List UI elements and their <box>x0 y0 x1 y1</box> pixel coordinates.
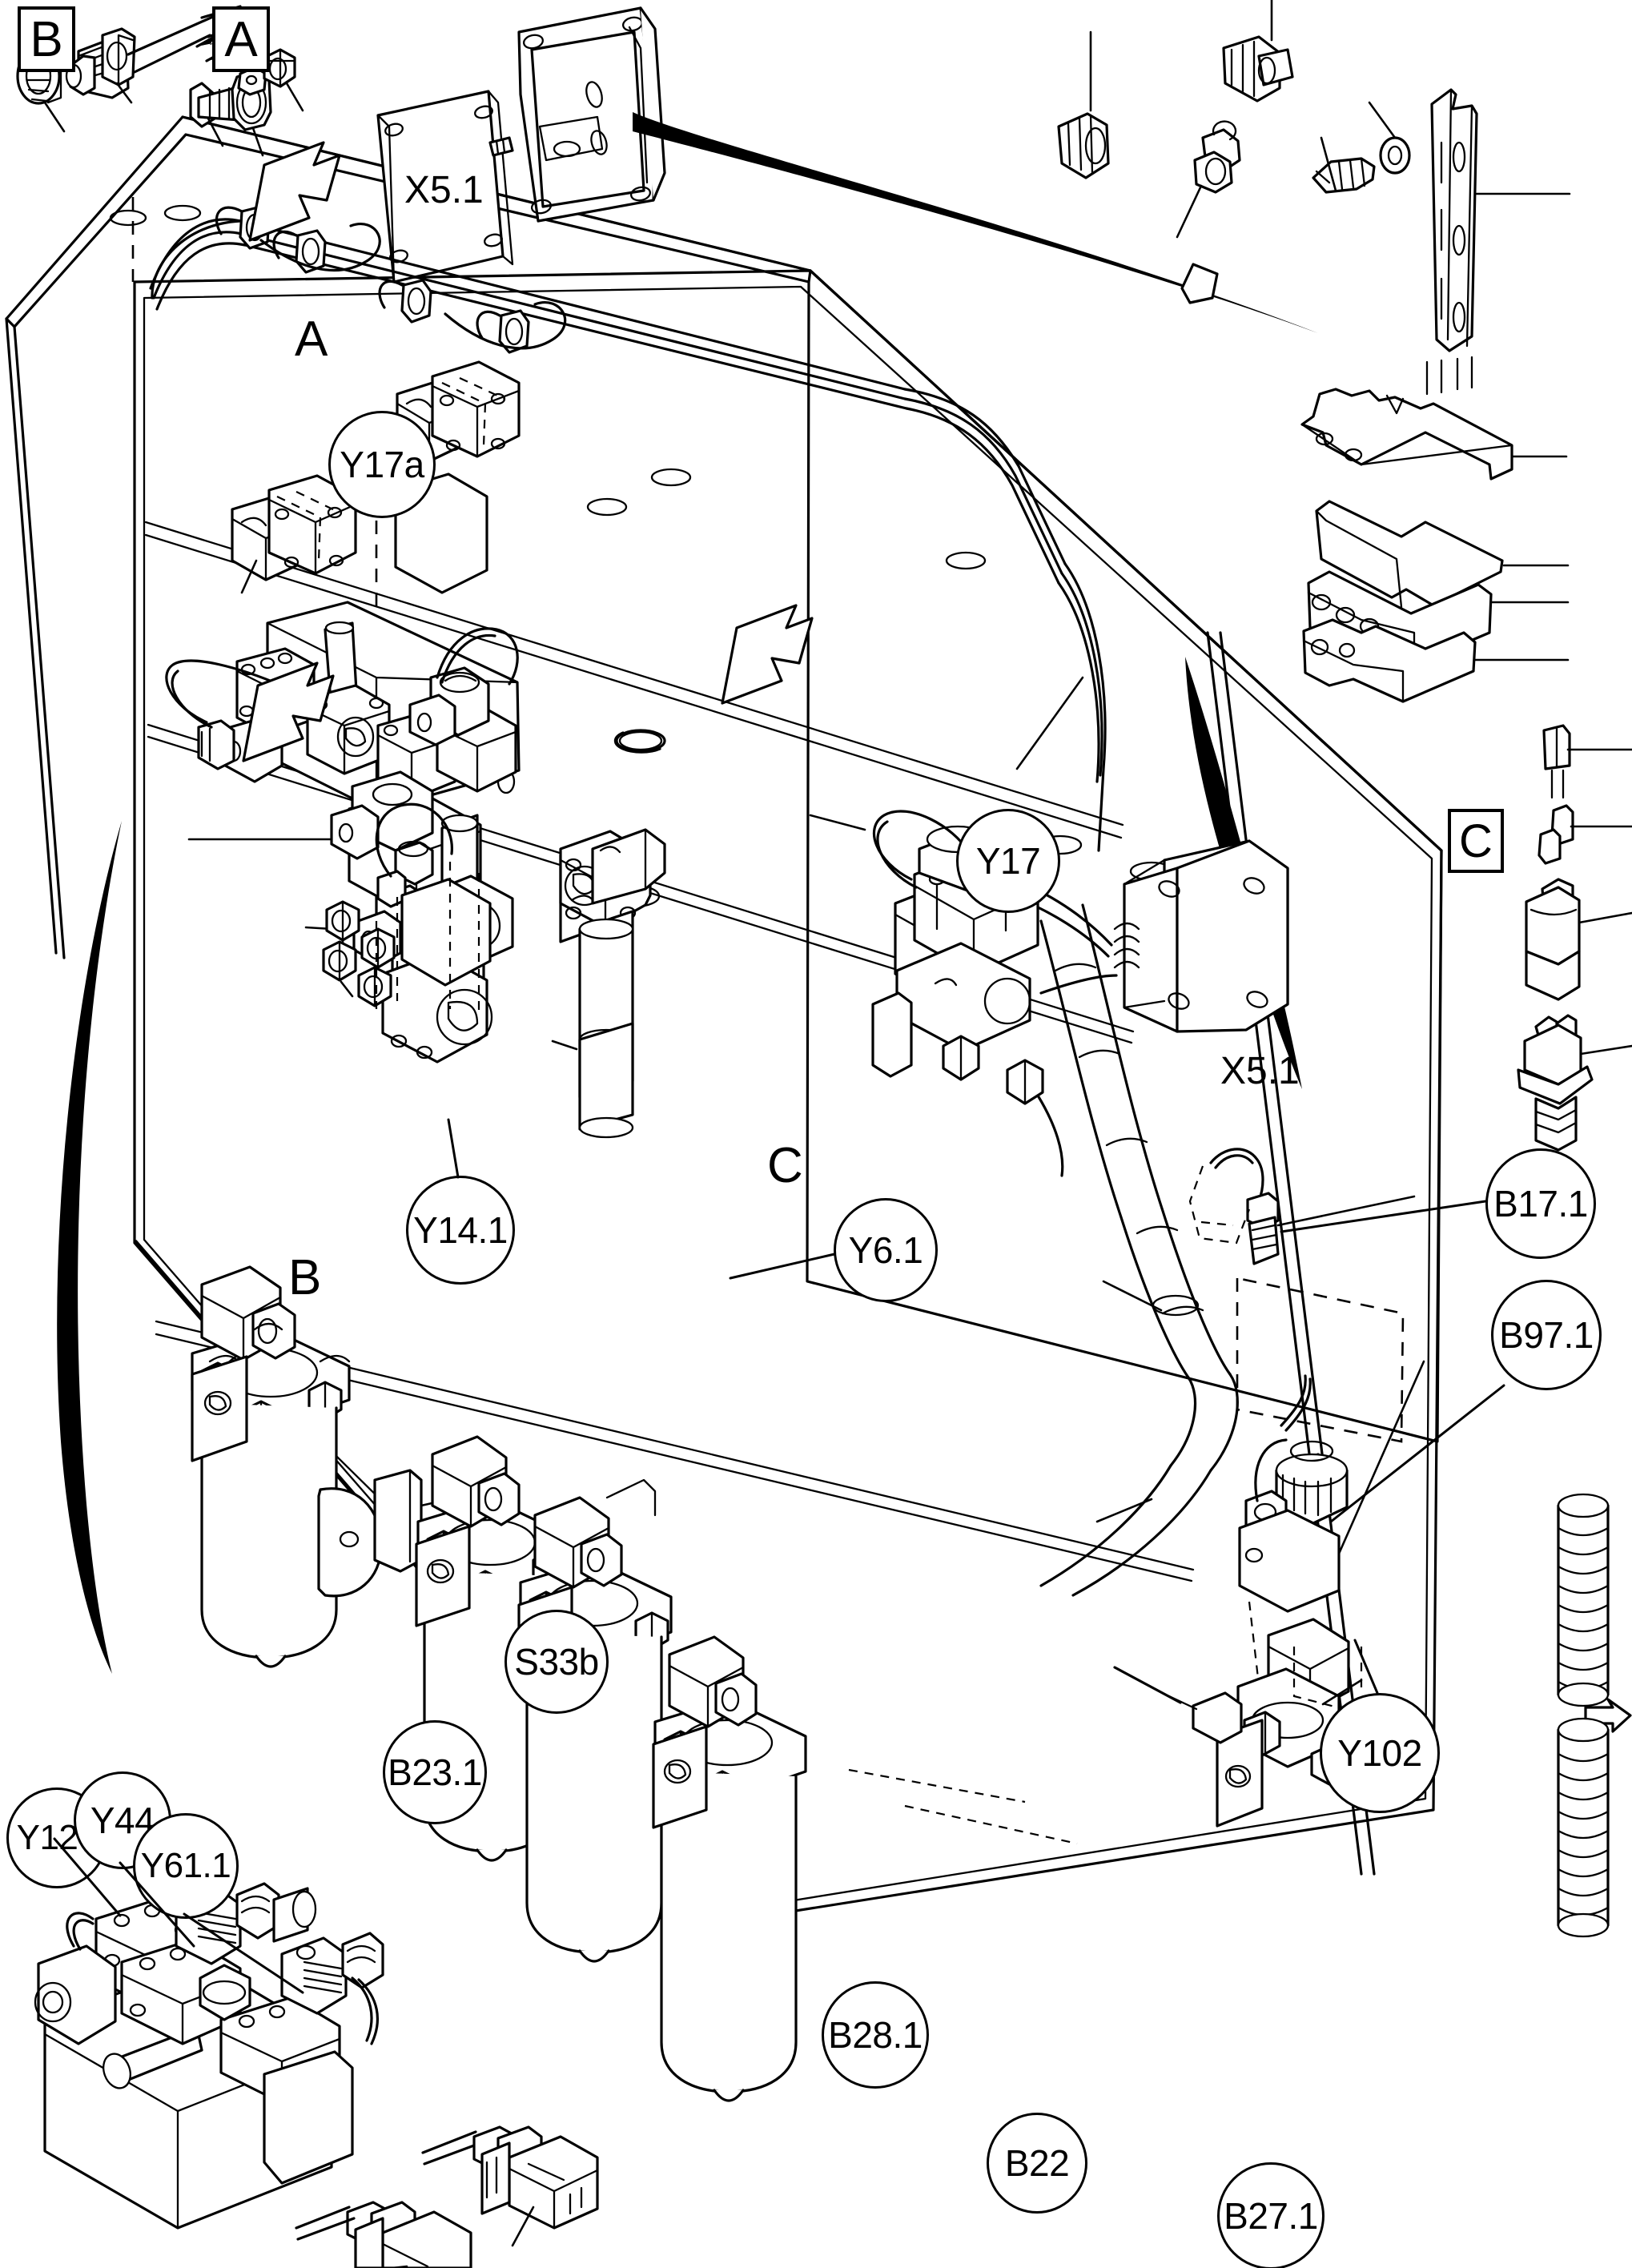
callout-b27-1-label: B27.1 <box>1224 2195 1318 2237</box>
detail-tag-a-label: A <box>224 11 258 67</box>
right-side-sensors <box>1113 1148 1425 1828</box>
callout-b27-1[interactable]: B27.1 <box>1217 2162 1324 2268</box>
callout-y17a-label: Y17a <box>340 444 424 485</box>
section-arrow-b <box>242 662 335 762</box>
callout-b28-1-label: B28.1 <box>828 2014 923 2056</box>
callout-y14-1[interactable]: Y14.1 <box>406 1176 515 1285</box>
filter-b27-1 <box>652 1635 807 2102</box>
callout-b28-1[interactable]: B28.1 <box>822 1981 929 2089</box>
callout-y102-label: Y102 <box>1337 1732 1422 1774</box>
x5-1-panel-box <box>1009 782 1289 1033</box>
detail-a-clamp <box>189 48 304 157</box>
valve-y17a <box>231 474 357 594</box>
callout-s33b-label: S33b <box>514 1641 599 1683</box>
callout-y61-1[interactable]: Y61.1 <box>133 1813 239 1919</box>
section-arrow-a <box>248 141 341 242</box>
vertical-tube-valve <box>448 828 666 1139</box>
misc-leaders <box>551 676 1163 1523</box>
filter-b23-1 <box>191 1265 472 1668</box>
callout-y6-1[interactable]: Y6.1 <box>834 1198 938 1302</box>
fastener-nuts-cluster <box>322 897 399 1009</box>
rail-and-hardware <box>1057 30 1571 352</box>
callout-y14-1-label: Y14.1 <box>413 1209 508 1251</box>
part-label-x5-1-cover: X5.1 <box>404 169 484 211</box>
section-arrow-c-label: C <box>767 1138 803 1193</box>
filter-b22 <box>517 1478 673 1963</box>
callout-b97-1[interactable]: B97.1 <box>1491 1280 1602 1390</box>
callout-b23-1[interactable]: B23.1 <box>383 1720 487 1824</box>
callout-y17a[interactable]: Y17a <box>328 411 436 518</box>
corrugated-hose <box>1557 1493 1632 1938</box>
callout-b97-1-label: B97.1 <box>1499 1314 1594 1356</box>
callout-b17-1-label: B17.1 <box>1493 1183 1588 1224</box>
section-arrow-a-label: A <box>295 312 328 367</box>
hydraulic-hose-runs <box>149 205 1239 1597</box>
detail-tag-a: A <box>212 6 270 72</box>
exploded-valve-block-stack <box>1300 356 1570 703</box>
callout-b23-1-label: B23.1 <box>388 1751 482 1793</box>
detail-tag-b-label: B <box>30 11 63 67</box>
section-arrow-c <box>721 604 814 705</box>
detail-tag-b: B <box>18 6 75 72</box>
callout-y17[interactable]: Y17 <box>956 809 1060 913</box>
callout-y61-1-label: Y61.1 <box>140 1846 231 1885</box>
callout-y6-1-label: Y6.1 <box>848 1229 923 1271</box>
part-label-x5-1-panel: X5.1 <box>1220 1050 1300 1092</box>
junction-box <box>517 0 1318 333</box>
detail-tag-c-label: C <box>1459 814 1493 867</box>
bottom-left-manifold <box>34 1882 384 2230</box>
section-arrow-b-label: B <box>288 1250 322 1305</box>
bottom-electrical-connectors <box>295 2125 599 2268</box>
callout-b22[interactable]: B22 <box>987 2113 1087 2214</box>
callout-b17-1[interactable]: B17.1 <box>1485 1148 1596 1259</box>
detail-c-sensor <box>1517 724 1632 1152</box>
detail-tag-c: C <box>1448 809 1504 873</box>
callout-y17-label: Y17 <box>975 840 1041 882</box>
callout-s33b[interactable]: S33b <box>504 1610 609 1714</box>
callout-y102[interactable]: Y102 <box>1320 1693 1440 1813</box>
callout-b22-label: B22 <box>1004 2142 1070 2184</box>
x5-1-cover-plate <box>376 90 514 284</box>
